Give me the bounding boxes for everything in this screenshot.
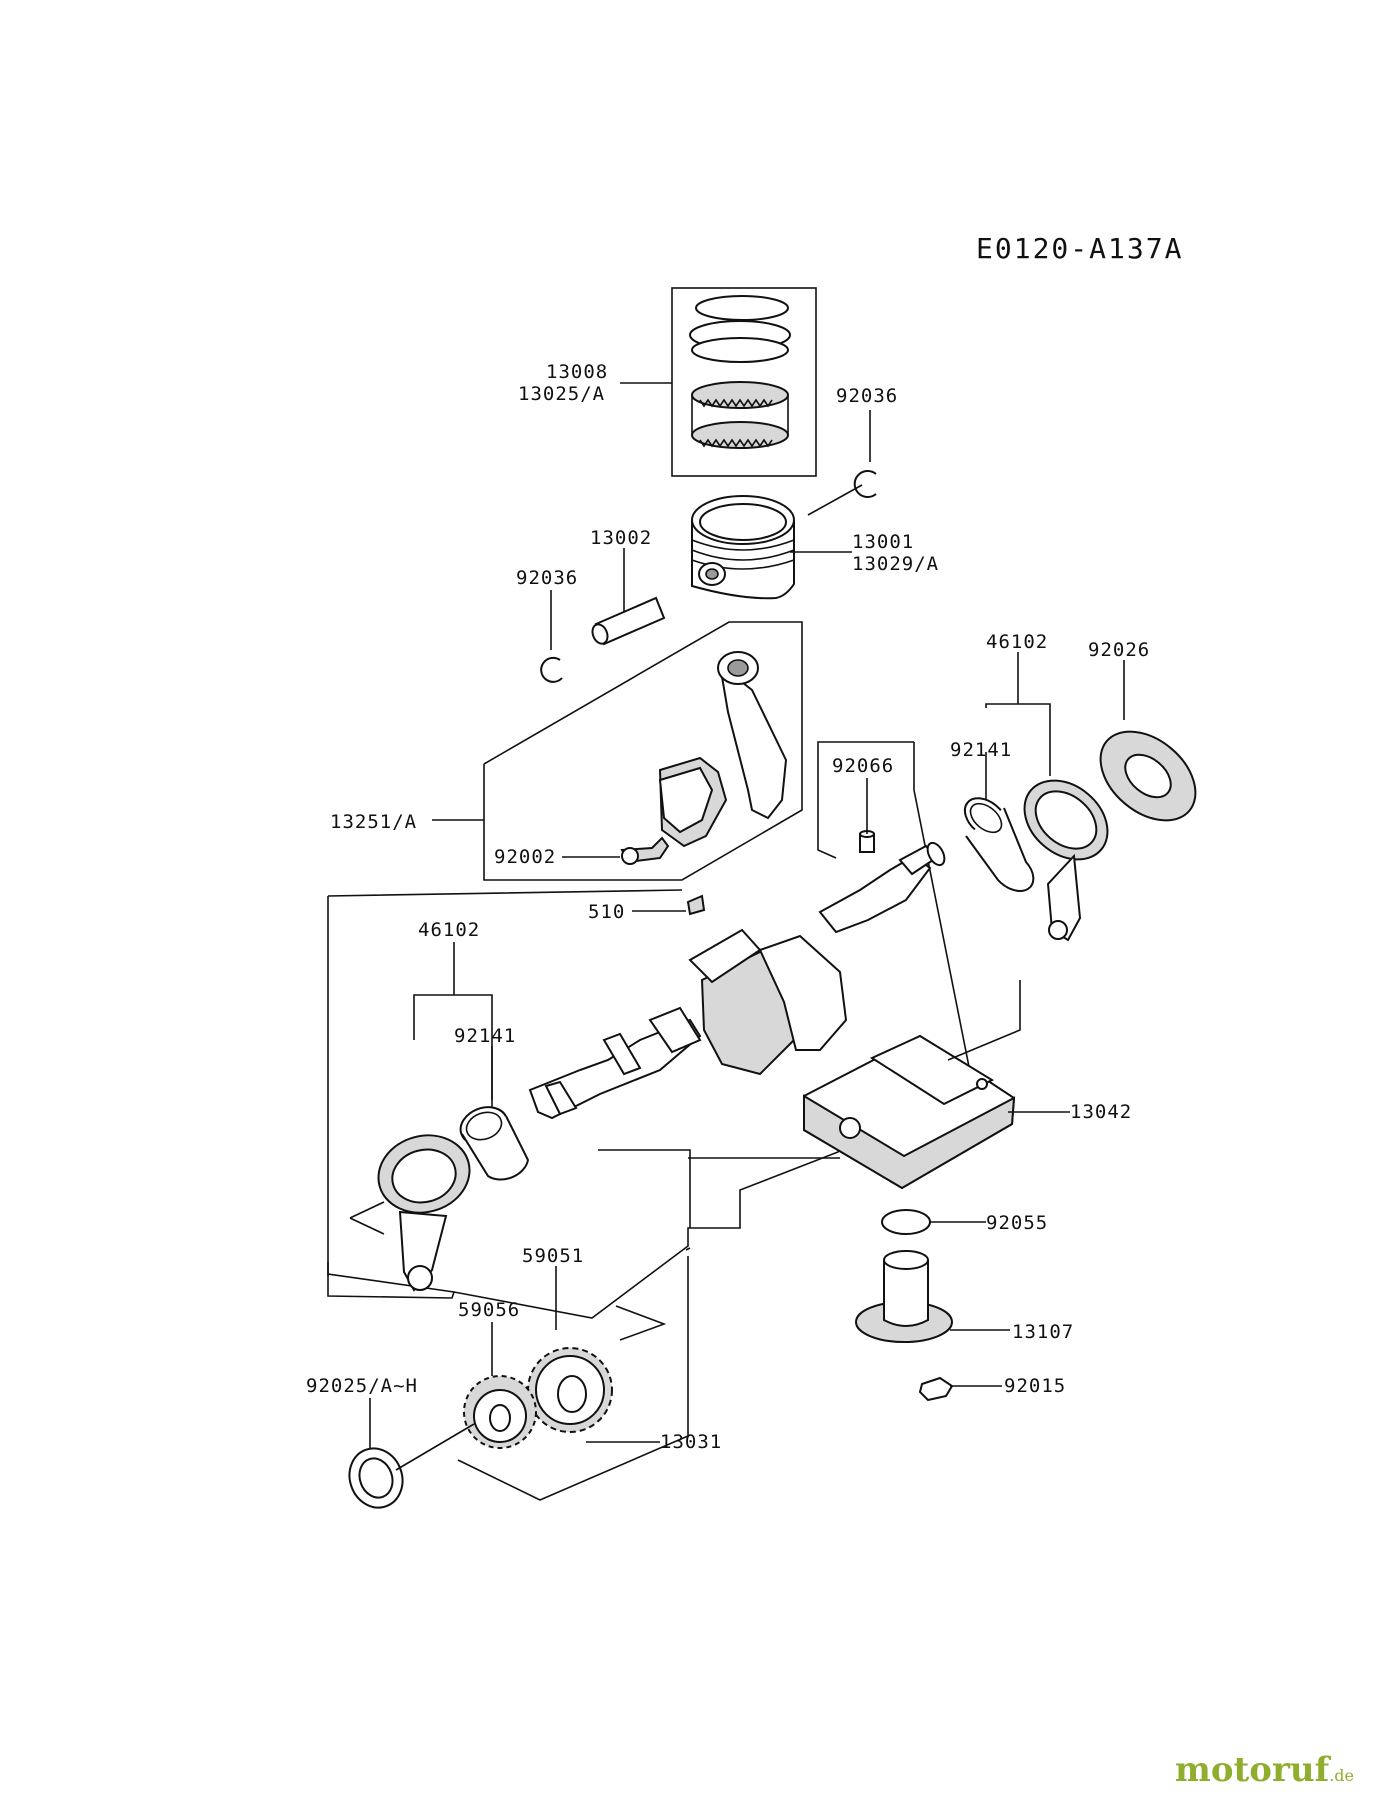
- crankcase-shaft-support[interactable]: [855, 1250, 953, 1343]
- connecting-rod-right[interactable]: [1009, 764, 1123, 942]
- label-92036-upper: 92036: [836, 385, 898, 407]
- label-92066: 92066: [832, 755, 894, 777]
- label-92015: 92015: [1004, 1375, 1066, 1397]
- label-13042: 13042: [1070, 1101, 1132, 1123]
- label-13001: 13001: [852, 531, 914, 553]
- flange-nut[interactable]: [918, 1376, 954, 1402]
- thrust-washer[interactable]: [1083, 714, 1212, 839]
- label-13107: 13107: [1012, 1321, 1074, 1343]
- label-13025: 13025/A: [518, 383, 605, 405]
- gear-59056[interactable]: [463, 1375, 537, 1449]
- piston-rings[interactable]: [671, 287, 817, 477]
- watermark-brand: motoruf: [1174, 1750, 1330, 1790]
- balancer-weight[interactable]: [803, 1034, 1016, 1190]
- label-13031: 13031: [660, 1431, 722, 1453]
- diagram-code: E0120-A137A: [976, 232, 1183, 265]
- label-13008: 13008: [546, 361, 608, 383]
- watermark-suffix: .de: [1329, 1766, 1354, 1785]
- connecting-rod-group-frame: [483, 621, 803, 881]
- connecting-rod-bolt[interactable]: [620, 836, 670, 865]
- label-92141-left: 92141: [454, 1025, 516, 1047]
- label-92036-lower: 92036: [516, 567, 578, 589]
- label-92002: 92002: [494, 846, 556, 868]
- watermark-logo: motoruf.de: [1175, 1750, 1354, 1790]
- piston-pin[interactable]: [590, 596, 666, 646]
- label-46102-right: 46102: [986, 631, 1048, 653]
- crankshaft[interactable]: [528, 840, 948, 1120]
- connecting-rod[interactable]: [658, 651, 788, 848]
- label-59056: 59056: [458, 1299, 520, 1321]
- label-92141-right: 92141: [950, 739, 1012, 761]
- label-13029: 13029/A: [852, 553, 939, 575]
- label-13002: 13002: [590, 527, 652, 549]
- piston[interactable]: [691, 495, 795, 600]
- label-92025: 92025/A~H: [306, 1375, 418, 1397]
- label-92026: 92026: [1088, 639, 1150, 661]
- gear-59051[interactable]: [527, 1347, 613, 1433]
- label-59051: 59051: [522, 1245, 584, 1267]
- woodruff-key[interactable]: [686, 894, 706, 916]
- label-13251: 13251/A: [330, 811, 417, 833]
- label-510: 510: [588, 901, 625, 923]
- label-92055: 92055: [986, 1212, 1048, 1234]
- connecting-rod-left[interactable]: [370, 1125, 479, 1292]
- circlip-lower[interactable]: [540, 656, 563, 683]
- shim-washer[interactable]: [341, 1441, 410, 1515]
- bearing-sleeve-right[interactable]: [957, 790, 1035, 892]
- circlip-upper[interactable]: [853, 470, 877, 498]
- bearing-sleeve-left[interactable]: [455, 1101, 530, 1181]
- dowel-pin[interactable]: [859, 830, 875, 853]
- o-ring[interactable]: [881, 1209, 931, 1235]
- label-46102-left: 46102: [418, 919, 480, 941]
